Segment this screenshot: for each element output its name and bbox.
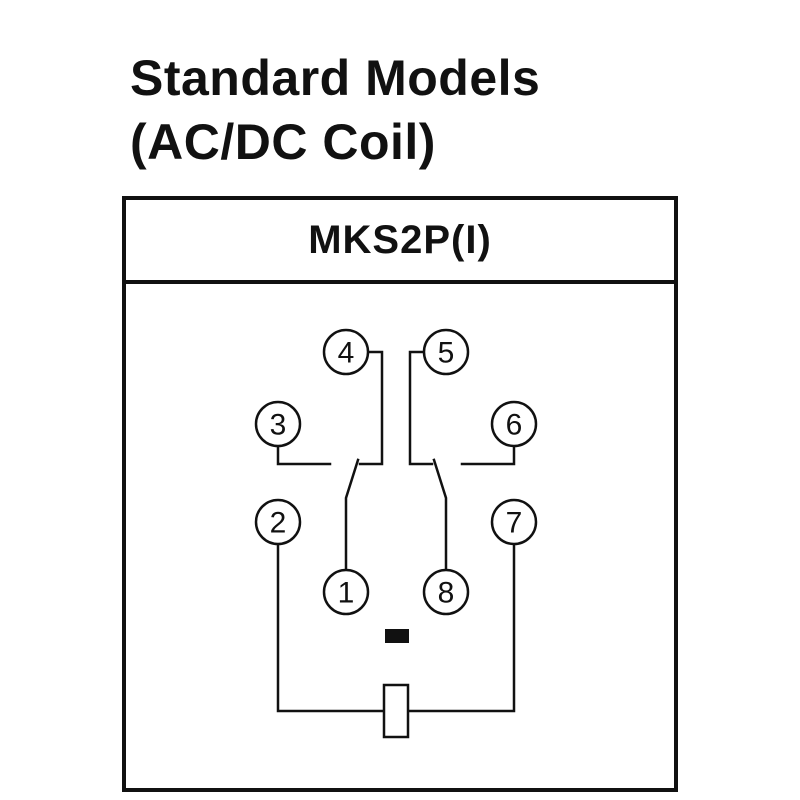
pin-5-circle: [422, 328, 470, 376]
model-panel: MKS2P(I): [122, 196, 678, 792]
wire-pin6-nc-contact: [460, 444, 516, 466]
pin-3-circle: [254, 400, 302, 448]
pin-1-label: 1: [338, 577, 355, 610]
pin-3-label: 3: [270, 409, 287, 442]
pin-2-circle: [254, 498, 302, 546]
pin-7-circle: [490, 498, 538, 546]
coil-symbol: [382, 683, 410, 739]
pin-1-circle: [322, 568, 370, 616]
wire-pin5-no-contact: [408, 350, 434, 466]
model-header: MKS2P(I): [126, 200, 674, 284]
title-line-1: Standard Models: [130, 50, 541, 106]
key-marker: [385, 629, 409, 643]
pin-4-circle: [322, 328, 370, 376]
diagram-title: Standard Models (AC/DC Coil): [130, 46, 540, 174]
pin-4-label: 4: [338, 337, 355, 370]
wire-pin2-coil: [276, 542, 386, 713]
pin-8-circle: [422, 568, 470, 616]
wire-pin7-coil: [406, 542, 516, 713]
title-line-2: (AC/DC Coil): [130, 114, 436, 170]
pin-8-label: 8: [438, 577, 455, 610]
pin-6-label: 6: [506, 409, 523, 442]
wire-pin3-nc-contact: [276, 444, 332, 466]
wire-pin4-no-contact: [358, 350, 384, 466]
pin-5-label: 5: [438, 337, 455, 370]
pin-2-label: 2: [270, 507, 287, 540]
pin-7-label: 7: [506, 507, 523, 540]
left-switch-blade: [344, 458, 360, 598]
right-switch-blade: [432, 458, 448, 598]
pin-6-circle: [490, 400, 538, 448]
